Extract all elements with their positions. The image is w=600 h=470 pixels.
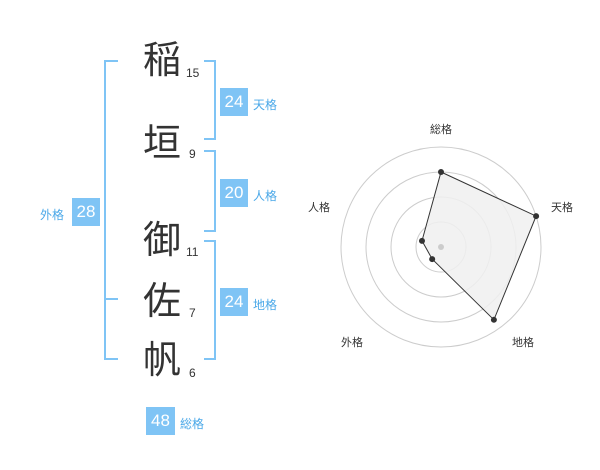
radar-polygon (421, 171, 537, 321)
radar-center-dot (438, 244, 444, 250)
chikaku-bracket-line (214, 240, 216, 360)
radar-label-soukaku: 総格 (430, 122, 452, 136)
radar-point-1 (438, 169, 444, 175)
jinkaku-label: 人格 (253, 189, 278, 203)
radar-label-chikaku: 地格 (512, 335, 534, 349)
jinkaku-value: 20 (220, 179, 248, 207)
tenkaku-bracket-bottom (204, 138, 216, 140)
chikaku-label: 地格 (253, 298, 278, 312)
radar-point-5 (418, 237, 425, 244)
jinkaku-bracket-top (204, 150, 216, 152)
stroke-count-2: 9 (189, 147, 196, 161)
tenkaku-bracket-line (214, 60, 216, 140)
jinkaku-bracket-bottom (204, 230, 216, 232)
radar-point-4 (429, 256, 436, 263)
gaikaku-bracket-bottom (104, 358, 118, 360)
radar-points (418, 169, 540, 323)
name-char-5: 帆 (142, 338, 181, 382)
radar-label-tenkaku: 天格 (551, 200, 573, 214)
gaikaku-bracket-line (104, 60, 106, 360)
radar-label-jinkaku: 人格 (308, 200, 330, 214)
name-char-4: 佐 (142, 279, 181, 323)
tenkaku-label: 天格 (253, 98, 278, 112)
stroke-count-5: 6 (189, 366, 196, 380)
tenkaku-bracket-top (204, 60, 216, 62)
chikaku-bracket-bottom (204, 358, 216, 360)
radar-ring (340, 146, 542, 348)
radar-point-3 (490, 316, 497, 323)
soukaku-value: 48 (146, 407, 175, 435)
stroke-count-4: 7 (189, 306, 196, 320)
gaikaku-label: 外格 (40, 208, 65, 222)
gaikaku-bracket-mid (104, 298, 118, 300)
name-char-3: 御 (142, 218, 181, 262)
radar-point-2 (533, 213, 540, 220)
gaikaku-value: 28 (72, 198, 100, 226)
name-char-2: 垣 (142, 121, 181, 165)
jinkaku-bracket-line (214, 150, 216, 232)
stroke-count-1: 15 (186, 66, 200, 80)
radar-chart: 総格 天格 地格 外格 人格 (308, 122, 573, 349)
tenkaku-value: 24 (220, 88, 248, 116)
name-char-1: 稲 (142, 38, 181, 82)
chikaku-value: 24 (220, 288, 248, 316)
soukaku-label: 総格 (180, 417, 205, 431)
gaikaku-bracket-top (104, 60, 118, 62)
radar-label-gaikaku: 外格 (341, 335, 363, 349)
chikaku-bracket-top (204, 240, 216, 242)
stroke-count-3: 11 (186, 245, 199, 259)
